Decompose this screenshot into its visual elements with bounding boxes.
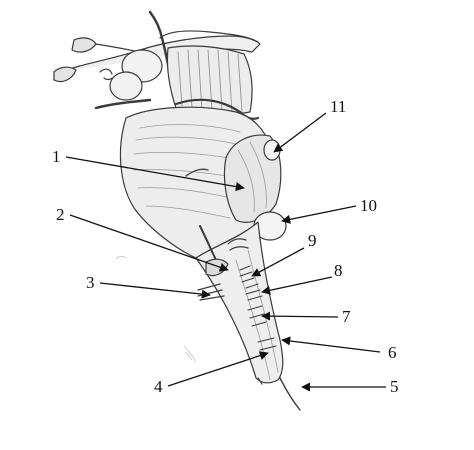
leader-7	[261, 311, 339, 321]
leader-3	[99, 282, 211, 299]
leader-lines	[65, 112, 386, 392]
mammillary-bodies	[94, 49, 163, 110]
leader-4	[167, 351, 269, 387]
label-10: 10	[360, 196, 377, 215]
optic-tract-region	[53, 10, 261, 102]
label-4: 4	[154, 377, 163, 396]
number-labels: 1 2 3 4 5 6 7 8 9 10 11	[52, 97, 399, 396]
label-1: 1	[52, 147, 61, 166]
shading	[115, 256, 197, 363]
leader-1	[65, 156, 245, 192]
label-8: 8	[334, 261, 343, 280]
label-11: 11	[330, 97, 346, 116]
leader-8	[261, 276, 333, 295]
leader-10	[281, 205, 357, 224]
label-2: 2	[56, 205, 65, 224]
brainstem-drawing	[53, 10, 301, 411]
label-6: 6	[388, 343, 397, 362]
label-5: 5	[390, 377, 399, 396]
label-7: 7	[342, 307, 351, 326]
leader-6	[281, 336, 381, 353]
label-9: 9	[308, 231, 317, 250]
leader-9	[251, 247, 305, 277]
leader-2	[69, 214, 229, 272]
midbrain	[166, 45, 260, 120]
label-3: 3	[86, 273, 95, 292]
pons	[119, 106, 272, 259]
leader-11	[273, 112, 327, 153]
